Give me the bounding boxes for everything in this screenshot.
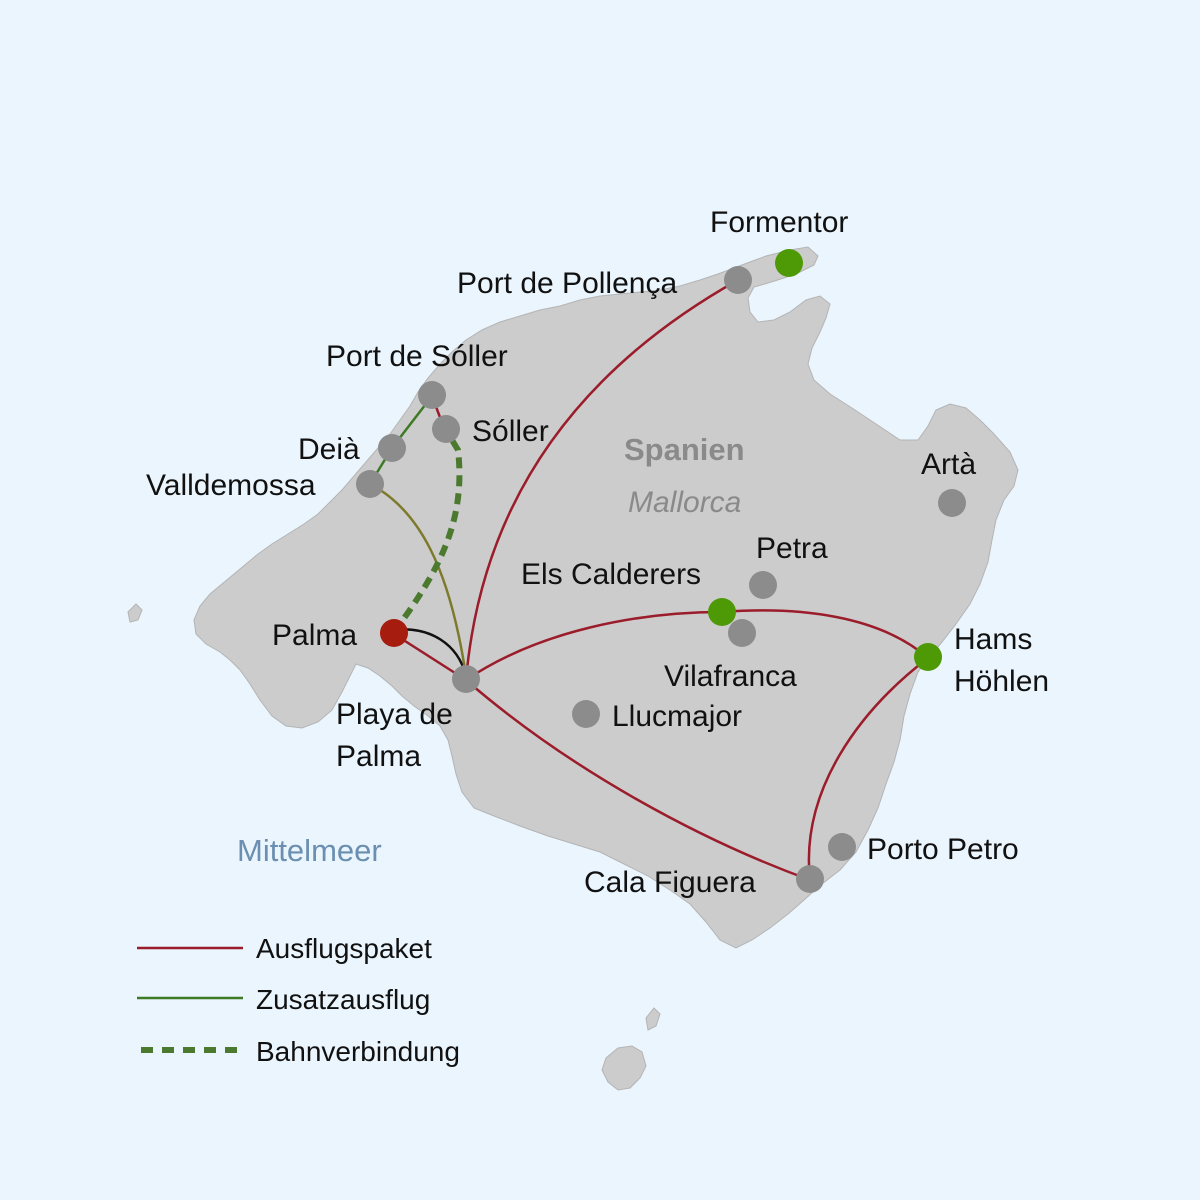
marker-soller[interactable] (432, 415, 460, 443)
label-porto-petro: Porto Petro (867, 833, 1019, 866)
route-playa-cala-figuera (465, 679, 811, 882)
route-rail-palma-soller (391, 428, 463, 634)
marker-formentor[interactable] (775, 249, 803, 277)
label-petra: Petra (756, 532, 828, 565)
marker-port-de-pollenca[interactable] (724, 266, 752, 294)
label-formentor: Formentor (710, 206, 848, 239)
label-palma: Palma (272, 619, 357, 652)
marker-petra[interactable] (749, 571, 777, 599)
label-valldemossa: Valldemossa (146, 469, 316, 502)
mallorca-island (193, 246, 1019, 949)
legend-label-zusatzausflug: Zusatzausflug (256, 984, 430, 1015)
label-cala-figuera: Cala Figuera (584, 866, 756, 899)
marker-palma[interactable] (380, 619, 408, 647)
label-playa-de-palma-line1: Playa de (336, 698, 453, 731)
marker-port-de-soller[interactable] (418, 381, 446, 409)
dragonera-islet (127, 603, 143, 623)
sea-label: Mittelmeer (237, 833, 382, 868)
legend-label-bahnverbindung: Bahnverbindung (256, 1036, 460, 1067)
route-playa-pollenca (464, 278, 739, 681)
marker-llucmajor[interactable] (572, 700, 600, 728)
label-port-de-pollenca: Port de Pollença (457, 267, 677, 300)
marker-els-calderers[interactable] (708, 598, 736, 626)
place-labels: Formentor Port de Pollença Port de Sólle… (146, 206, 1049, 899)
marker-vilafranca[interactable] (728, 619, 756, 647)
legend: Ausflugspaket Zusatzausflug Bahnverbindu… (137, 933, 460, 1067)
marker-cala-figuera[interactable] (796, 865, 824, 893)
legend-label-ausflugspaket: Ausflugspaket (256, 933, 432, 964)
marker-hams-hohlen[interactable] (914, 643, 942, 671)
marker-arta[interactable] (938, 489, 966, 517)
marker-deia[interactable] (378, 434, 406, 462)
label-hams-hohlen-line2: Höhlen (954, 665, 1049, 698)
route-hams-cala-figuera (807, 657, 929, 881)
routes (368, 278, 929, 882)
route-calderers-hams (721, 609, 929, 659)
label-vilafranca: Vilafranca (664, 660, 797, 693)
cabrera-island (601, 1045, 647, 1091)
label-soller: Sóller (472, 415, 549, 448)
label-deia: Deià (298, 433, 360, 466)
place-markers (356, 249, 966, 893)
country-label: Spanien (624, 432, 745, 467)
label-hams-hohlen-line1: Hams (954, 623, 1032, 656)
island-label: Mallorca (628, 486, 741, 519)
label-els-calderers: Els Calderers (521, 558, 701, 591)
marker-porto-petro[interactable] (828, 833, 856, 861)
label-port-de-soller: Port de Sóller (326, 340, 508, 373)
label-llucmajor: Llucmajor (612, 700, 742, 733)
conejera-islet (645, 1007, 661, 1031)
label-arta: Artà (921, 448, 976, 481)
label-playa-de-palma-line2: Palma (336, 740, 421, 773)
route-playa-calderers (465, 610, 723, 682)
marker-valldemossa[interactable] (356, 470, 384, 498)
marker-playa-de-palma[interactable] (452, 665, 480, 693)
route-valldemossa-playa (369, 482, 468, 677)
